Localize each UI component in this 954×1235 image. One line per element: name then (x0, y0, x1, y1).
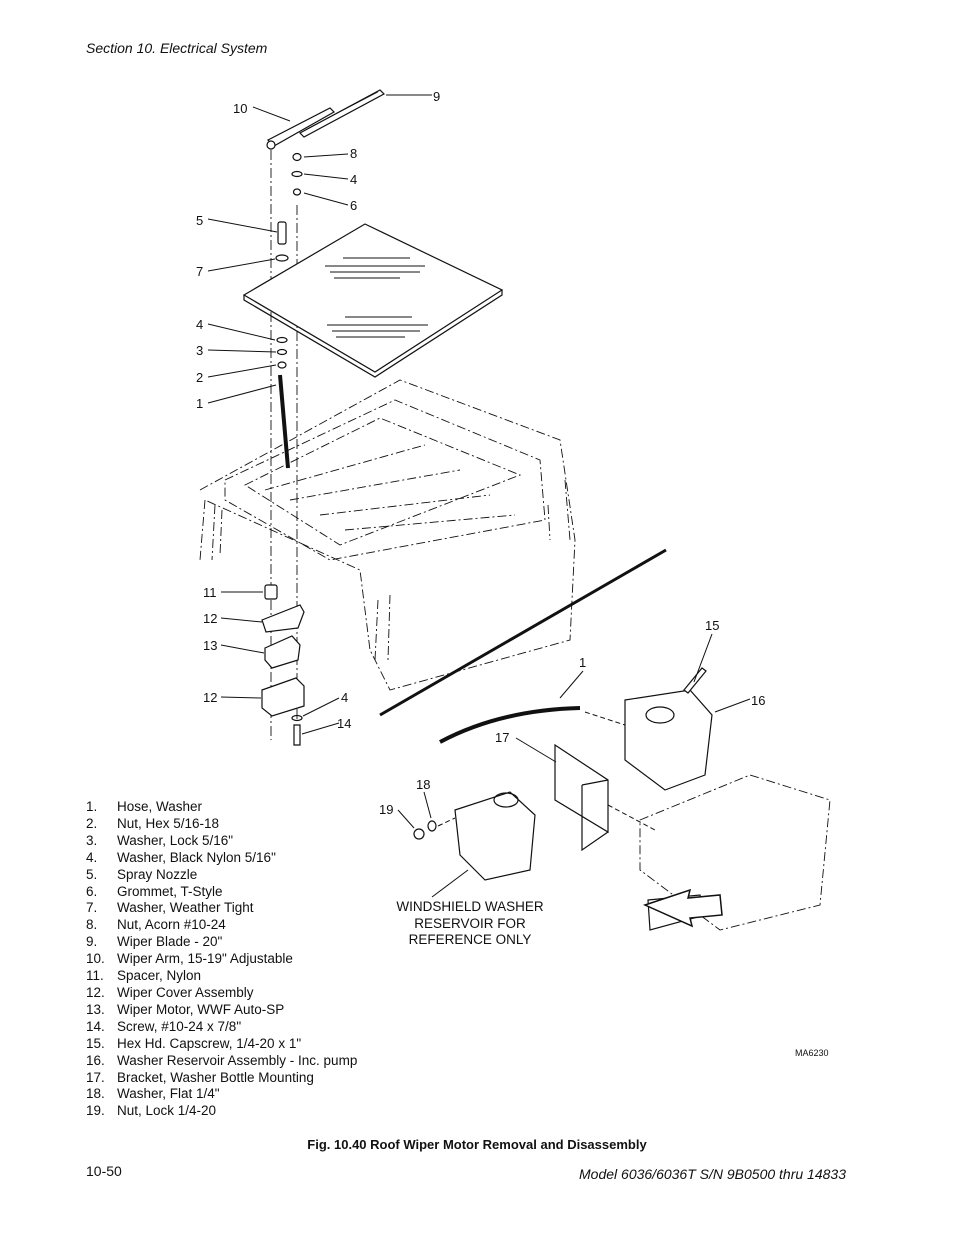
washer-hose-lower (439, 706, 581, 744)
callout-15: 15 (705, 618, 719, 633)
callout-4: 4 (341, 690, 348, 705)
parts-list: 1.Hose, Washer 2.Nut, Hex 5/16-18 3.Wash… (86, 799, 357, 1120)
callout-2: 2 (196, 370, 203, 385)
parts-list-item: 2.Nut, Hex 5/16-18 (86, 815, 220, 831)
parts-list-item: 6.Grommet, T-Style (86, 883, 223, 899)
page-number: 10-50 (86, 1163, 122, 1179)
callout-10: 10 (233, 101, 247, 116)
callout-12: 12 (203, 690, 217, 705)
roof-panel (242, 223, 504, 378)
flat-washer (427, 820, 437, 832)
parts-list-item: 11.Spacer, Nylon (86, 968, 202, 984)
nylon-washer-mid (276, 336, 288, 344)
parts-list-item: 8.Nut, Acorn #10-24 (86, 917, 226, 933)
reference-note: WINDSHIELD WASHER RESERVOIR FOR REFERENC… (396, 899, 544, 948)
parts-list-item: 19.Nut, Lock 1/4-20 (86, 1103, 217, 1119)
model-footer: Model 6036/6036T S/N 9B0500 thru 14833 (579, 1166, 846, 1182)
parts-list-item: 14.Screw, #10-24 x 7/8" (86, 1018, 242, 1034)
wiper-blade (299, 89, 385, 138)
callout-17: 17 (495, 730, 509, 745)
section-header: Section 10. Electrical System (86, 40, 268, 56)
callout-9: 9 (433, 89, 440, 104)
callout-1: 1 (196, 396, 203, 411)
screw (293, 724, 301, 746)
hex-nut (277, 361, 287, 369)
callout-16: 16 (751, 693, 765, 708)
washer-hose-upper (278, 374, 290, 469)
wiper-cover-bracket (261, 604, 305, 633)
callout-4: 4 (350, 172, 357, 187)
wiper-cover (261, 677, 305, 717)
spray-nozzle (277, 221, 287, 245)
weather-washer (275, 254, 289, 262)
wiper-arm (266, 107, 335, 150)
figure-caption: Fig. 10.40 Roof Wiper Motor Removal and … (307, 1137, 647, 1152)
callout-12: 12 (203, 611, 217, 626)
parts-list-item: 10.Wiper Arm, 15-19" Adjustable (86, 951, 293, 967)
callout-1: 1 (579, 655, 586, 670)
parts-list-item: 5.Spray Nozzle (86, 866, 198, 882)
grommet (292, 188, 302, 196)
parts-list-item: 18.Washer, Flat 1/4" (86, 1086, 220, 1102)
callout-4: 4 (196, 317, 203, 332)
lock-nut (413, 828, 425, 840)
reference-reservoir (454, 791, 536, 881)
nylon-washer-top (291, 170, 303, 178)
parts-list-item: 4.Washer, Black Nylon 5/16" (86, 849, 276, 865)
direction-arrow-icon (642, 888, 723, 928)
parts-list-item: 17.Bracket, Washer Bottle Mounting (86, 1069, 314, 1085)
lock-washer (276, 348, 288, 356)
callout-11: 11 (203, 585, 217, 600)
nylon-spacer (264, 584, 278, 600)
callout-8: 8 (350, 146, 357, 161)
parts-list-item: 9.Wiper Blade - 20" (86, 934, 223, 950)
washer-reservoir (624, 689, 713, 791)
parts-list-item: 7.Washer, Weather Tight (86, 900, 254, 916)
parts-list-item: 1.Hose, Washer (86, 799, 203, 814)
parts-list-item: 16.Washer Reservoir Assembly - Inc. pump (86, 1052, 358, 1068)
callout-19: 19 (379, 802, 393, 817)
callout-3: 3 (196, 343, 203, 358)
mounting-bracket (554, 743, 609, 852)
parts-list-item: 15.Hex Hd. Capscrew, 1/4-20 x 1" (86, 1035, 302, 1051)
callout-14: 14 (337, 716, 351, 731)
parts-list-item: 3.Washer, Lock 5/16" (86, 832, 234, 848)
callout-7: 7 (196, 264, 203, 279)
cab-outline (199, 379, 576, 691)
parts-list-item: 13.Wiper Motor, WWF Auto-SP (86, 1001, 285, 1017)
parts-list-item: 12.Wiper Cover Assembly (86, 984, 254, 1000)
separator-line (379, 548, 667, 717)
nylon-washer-low (291, 714, 303, 722)
acorn-nut (292, 152, 302, 162)
callout-6: 6 (350, 198, 357, 213)
callout-13: 13 (203, 638, 217, 653)
drawing-id: MA6230 (795, 1048, 829, 1058)
wiper-motor (264, 635, 301, 669)
callout-18: 18 (416, 777, 430, 792)
callout-5: 5 (196, 213, 203, 228)
